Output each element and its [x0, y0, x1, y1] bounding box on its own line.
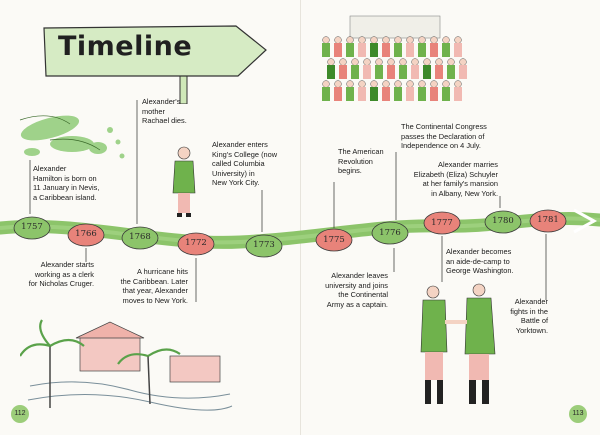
- year-1768-label: 1768: [129, 232, 151, 242]
- crowd-body: [399, 65, 407, 79]
- crowd-body: [459, 65, 467, 79]
- year-bubble-1772: [177, 232, 215, 256]
- hurricane-illustration: [20, 319, 233, 411]
- page-number-left: 112: [11, 405, 29, 423]
- crowd-body: [382, 87, 390, 101]
- year-1766-label: 1766: [75, 229, 97, 239]
- crowd-body: [430, 43, 438, 57]
- crowd-body: [454, 87, 462, 101]
- title-signpost: Timeline: [40, 24, 270, 104]
- crowd-body: [435, 65, 443, 79]
- year-bubble-1766: [67, 223, 105, 247]
- crowd-body: [418, 43, 426, 57]
- page-number-right: 113: [569, 405, 587, 423]
- crowd-body: [322, 43, 330, 57]
- year-1777-label: 1777: [431, 218, 453, 228]
- declaration-crowd-illustration: [322, 15, 467, 101]
- year-bubble-1776: [371, 221, 409, 245]
- page-gutter: [300, 0, 301, 435]
- crowd-body: [430, 87, 438, 101]
- crowd-body: [370, 87, 378, 101]
- year-1773-label: 1773: [253, 240, 275, 250]
- crowd-body: [447, 65, 455, 79]
- crowd-body: [387, 65, 395, 79]
- crowd-body: [370, 43, 378, 57]
- crowd-body: [394, 87, 402, 101]
- year-1772-label: 1772: [185, 238, 207, 248]
- crowd-body: [375, 65, 383, 79]
- year-bubble-1780: [484, 210, 522, 234]
- crowd-body: [442, 87, 450, 101]
- crowd-body: [346, 43, 354, 57]
- crowd-body: [334, 87, 342, 101]
- year-1781-label: 1781: [537, 215, 559, 225]
- crowd-body: [406, 87, 414, 101]
- crowd-body: [442, 43, 450, 57]
- crowd-body: [454, 43, 462, 57]
- crowd-body: [418, 87, 426, 101]
- crowd-body: [351, 65, 359, 79]
- page-title: Timeline: [58, 31, 193, 62]
- year-bubble-1777: [423, 211, 461, 235]
- year-1775-label: 1775: [323, 235, 345, 245]
- crowd-body: [339, 65, 347, 79]
- year-1776-label: 1776: [379, 228, 401, 238]
- year-bubble-1773: [245, 234, 283, 258]
- crowd-body: [382, 43, 390, 57]
- crowd-body: [406, 43, 414, 57]
- hamilton-washington-illustration: [420, 283, 496, 404]
- crowd-body: [322, 87, 330, 101]
- year-bubble-1768: [121, 226, 159, 250]
- rachael-figure-illustration: [172, 146, 196, 217]
- crowd-body: [346, 87, 354, 101]
- crowd-body: [334, 43, 342, 57]
- crowd-body: [411, 65, 419, 79]
- crowd-body: [358, 43, 366, 57]
- crowd-body: [358, 87, 366, 101]
- year-bubble-1781: [529, 209, 567, 233]
- crowd-body: [363, 65, 371, 79]
- year-1757-label: 1757: [21, 222, 43, 232]
- crowd-body: [327, 65, 335, 79]
- caribbean-map-illustration: [19, 115, 125, 159]
- crowd-body: [423, 65, 431, 79]
- year-bubble-1757: [13, 216, 51, 240]
- year-1780-label: 1780: [492, 216, 514, 226]
- crowd-body: [394, 43, 402, 57]
- year-bubble-1775: [315, 228, 353, 252]
